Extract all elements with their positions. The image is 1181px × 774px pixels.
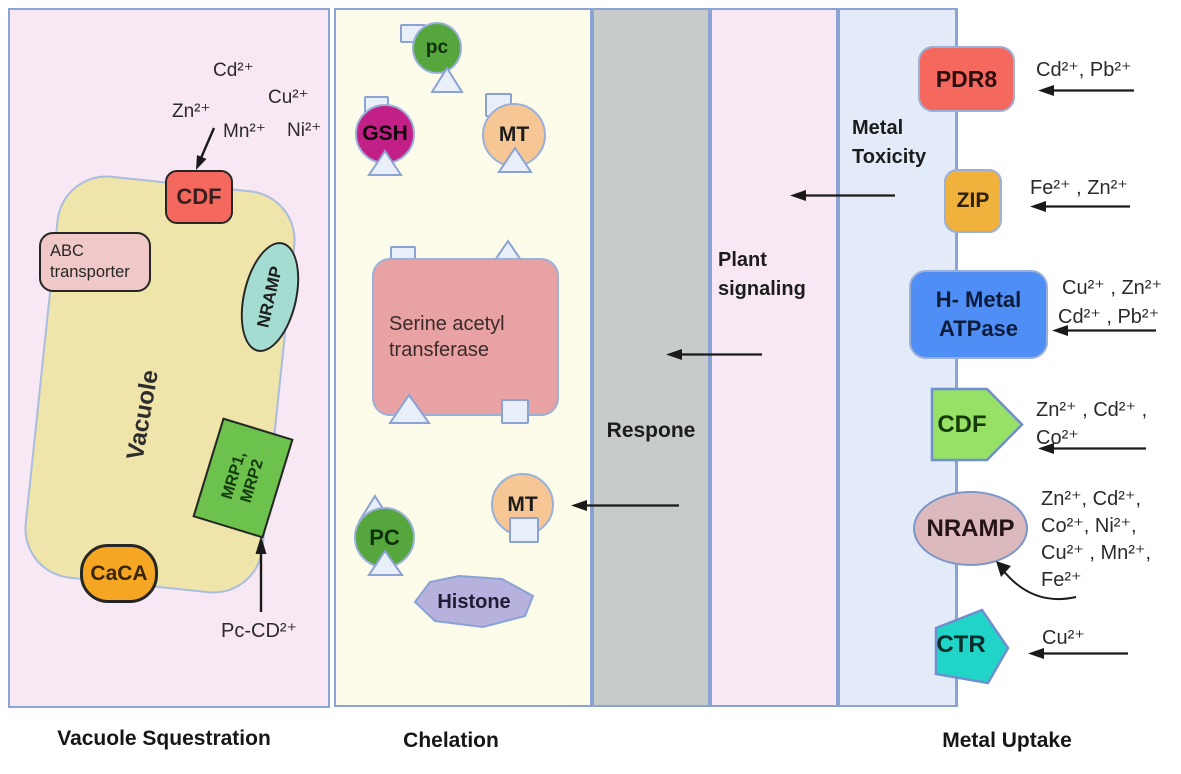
ctr-label: CTR [936,631,986,658]
label-pc-cd: Pc-CD²⁺ [221,620,298,642]
arrow-influx-hma [1052,325,1156,336]
cdf-uptake-label: CDF [937,410,987,438]
transporter-caca: CaCA [80,544,158,603]
arrow-ions-to-cdf [196,127,216,170]
transporter-ctr-shape [934,608,1010,685]
panel-response: Respone [592,8,710,707]
transporter-pdr8: PDR8 [918,46,1015,112]
binding-site-triangle-pc [430,66,464,93]
ion-cd-vacuole: Cd²⁺ [213,60,254,81]
transporter-cdf-uptake-shape [930,387,1024,462]
panel-plant-signaling: Plant signaling [710,8,838,707]
ions-pdr8: Cd²⁺, Pb²⁺ [1036,59,1132,81]
ions-nramp-line4: Fe²⁺ [1041,569,1082,591]
arrow-signaling-to-response [666,349,762,360]
binding-site-triangle-gsh [367,149,403,176]
arrow-influx-cdf [1038,443,1146,454]
arrow-pccd-to-mrp [255,536,267,612]
transporter-abc: ABC transporter [39,232,151,292]
arrow-influx-nramp-curved [996,561,1077,601]
ions-nramp-line3: Cu²⁺ , Mn²⁺, [1041,542,1152,564]
ions-cdf-line2: Co²⁺ [1036,427,1079,449]
response-label: Respone [606,419,696,442]
panel-chelation: pc GSH MT Serine acetyl transferase PC [334,8,592,707]
footer-metal-uptake: Metal Uptake [942,729,1072,752]
histone-label: Histone [437,590,511,613]
arrow-influx-ctr [1028,648,1128,659]
ion-zn-vacuole: Zn²⁺ [172,101,211,122]
chelator-pc-top: pc [412,22,462,74]
footer-chelation: Chelation [403,729,499,752]
transporter-h-metal-atpase: H- Metal ATPase [909,270,1048,359]
transporter-nramp-uptake: NRAMP [913,491,1028,566]
transporter-zip: ZIP [944,169,1002,233]
arrow-influx-pdr8 [1038,85,1134,96]
ions-nramp-line2: Co²⁺, Ni²⁺, [1041,515,1137,537]
binding-site-square-mt-bottom [509,517,539,543]
ion-ni-vacuole: Ni²⁺ [287,120,322,141]
panel-vacuole-sequestration: Vacuole Cd²⁺ Cu²⁺ Zn²⁺ Mn²⁺ Ni²⁺ CDF ABC… [8,8,330,708]
binding-site-triangle-pc2-bottom [367,549,404,576]
binding-site-square-sat-br [501,399,529,424]
nramp-vacuole-label: NRAMP [253,264,286,330]
ions-hma-line2: Cd²⁺ , Pb²⁺ [1058,306,1160,328]
ions-ctr: Cu²⁺ [1042,627,1085,649]
ion-mn-vacuole: Mn²⁺ [223,121,266,142]
transporter-cdf-vacuole: CDF [165,170,233,224]
histone-shape [413,575,535,629]
ion-cu-vacuole: Cu²⁺ [268,87,309,108]
ions-zip: Fe²⁺ , Zn²⁺ [1030,177,1128,199]
enzyme-serine-acetyl-transferase: Serine acetyl transferase [372,258,559,416]
ions-cdf-line1: Zn²⁺ , Cd²⁺ , [1036,399,1148,421]
vacuole-label: Vacuole [121,367,164,462]
footer-vacuole-sequestration: Vacuole Squestration [57,727,271,750]
plant-signaling-label: Plant signaling [718,249,806,300]
metal-toxicity-label: Metal Toxicity [852,117,927,168]
ions-hma-line1: Cu²⁺ , Zn²⁺ [1062,277,1163,299]
arrow-toxicity-to-signaling [790,190,895,201]
ions-nramp-line1: Zn²⁺, Cd²⁺, [1041,488,1142,510]
arrow-influx-zip [1030,201,1130,212]
arrow-response-to-mt [571,500,679,511]
binding-site-triangle-mt-top [497,146,533,173]
chelator-gsh: GSH [355,104,415,164]
binding-site-triangle-sat-bl [388,393,431,424]
